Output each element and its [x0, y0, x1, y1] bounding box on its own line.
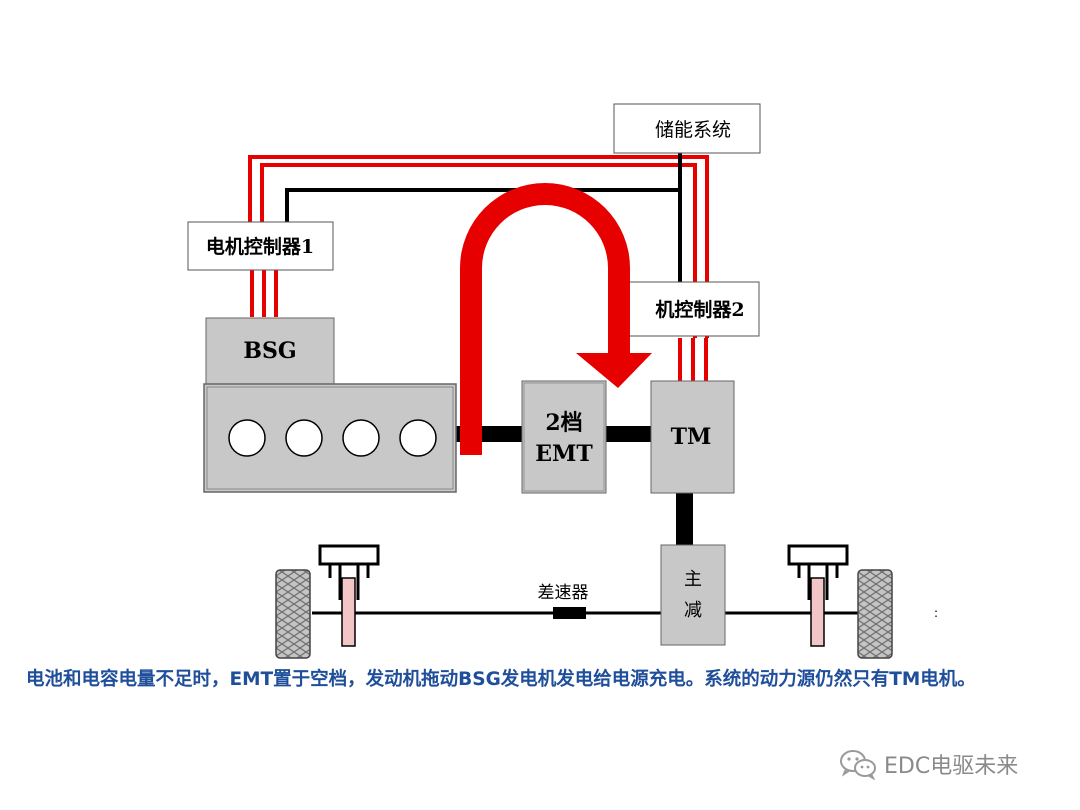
- motor-controller-1-box: 电机控制器1: [187, 221, 334, 271]
- wechat-icon: [840, 750, 876, 780]
- motor-controller-2-box: 机控制器2: [613, 281, 760, 337]
- tm-label: TM: [671, 424, 712, 450]
- engine-cylinder: [285, 419, 323, 457]
- bsg-label: BSG: [243, 338, 296, 364]
- left-caliper: [318, 544, 380, 566]
- bsg-box: BSG: [205, 317, 335, 385]
- wires-controller1-to-bsg: [250, 270, 278, 317]
- left-wheel-assembly: [275, 544, 380, 659]
- right-brake-disc: [810, 577, 825, 647]
- power-flow-arrow: [460, 183, 652, 455]
- emt-label-line2: EMT: [535, 441, 593, 467]
- differential-block: [553, 607, 586, 619]
- red-wire-storage-to-controller1: [248, 155, 709, 338]
- storage-system-box: 储能系统: [613, 103, 761, 154]
- final-drive-label-line2: 减: [684, 600, 702, 621]
- final-drive-box: 主 减: [660, 544, 726, 646]
- engine-cylinder: [228, 419, 266, 457]
- storage-system-label: 储能系统: [655, 119, 731, 141]
- watermark-text: EDC电驱未来: [884, 754, 1019, 779]
- right-wheel-assembly: [787, 544, 893, 659]
- left-brake-disc: [341, 577, 356, 647]
- differential-label: 差速器: [538, 583, 589, 603]
- left-tire: [275, 569, 311, 659]
- side-mark: :: [934, 606, 938, 620]
- engine-cylinder: [399, 419, 437, 457]
- watermark: EDC电驱未来: [838, 748, 1018, 780]
- black-wire-storage-to-controller1: [285, 152, 682, 282]
- motor-controller-2-label: 机控制器2: [655, 298, 744, 321]
- final-drive-label-line1: 主: [684, 569, 702, 590]
- engine-block: [203, 383, 457, 493]
- caption-text: 电池和电容电量不足时，EMT置于空档，发动机拖动BSG发电机发电给电源充电。系统…: [26, 669, 976, 690]
- motor-controller-1-label: 电机控制器1: [206, 235, 314, 258]
- wires-controller2-to-tm: [678, 338, 708, 381]
- right-caliper: [787, 544, 849, 566]
- emt-box: 2档 EMT: [521, 380, 607, 494]
- emt-label-line1: 2档: [545, 410, 582, 436]
- tm-box: TM: [650, 380, 735, 494]
- engine-cylinder: [342, 419, 380, 457]
- right-tire: [857, 569, 893, 659]
